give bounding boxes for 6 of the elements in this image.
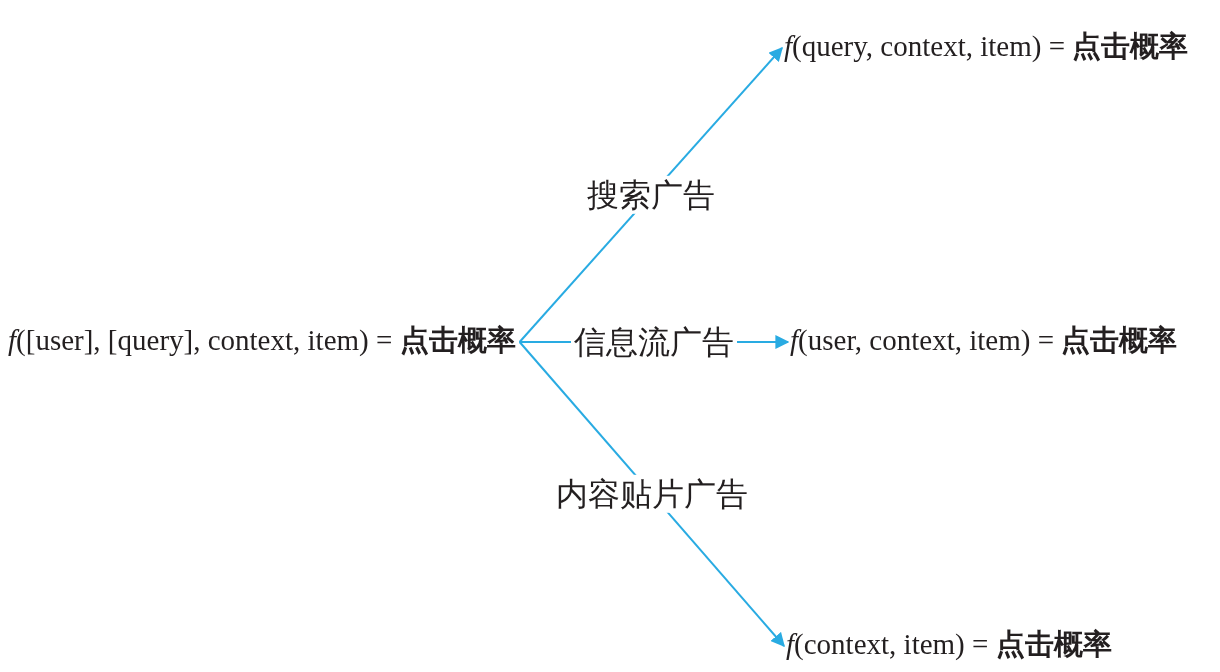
arrow — [518, 341, 785, 648]
formula-text: f(user, context, item) = 点击概率 — [790, 322, 1178, 358]
formula-text: f(query, context, item) = 点击概率 — [784, 28, 1189, 64]
formula-text: f(context, item) = 点击概率 — [786, 626, 1112, 662]
formula-text: f([user], [query], context, item) = 点击概率 — [8, 322, 516, 358]
arrow — [518, 46, 783, 343]
